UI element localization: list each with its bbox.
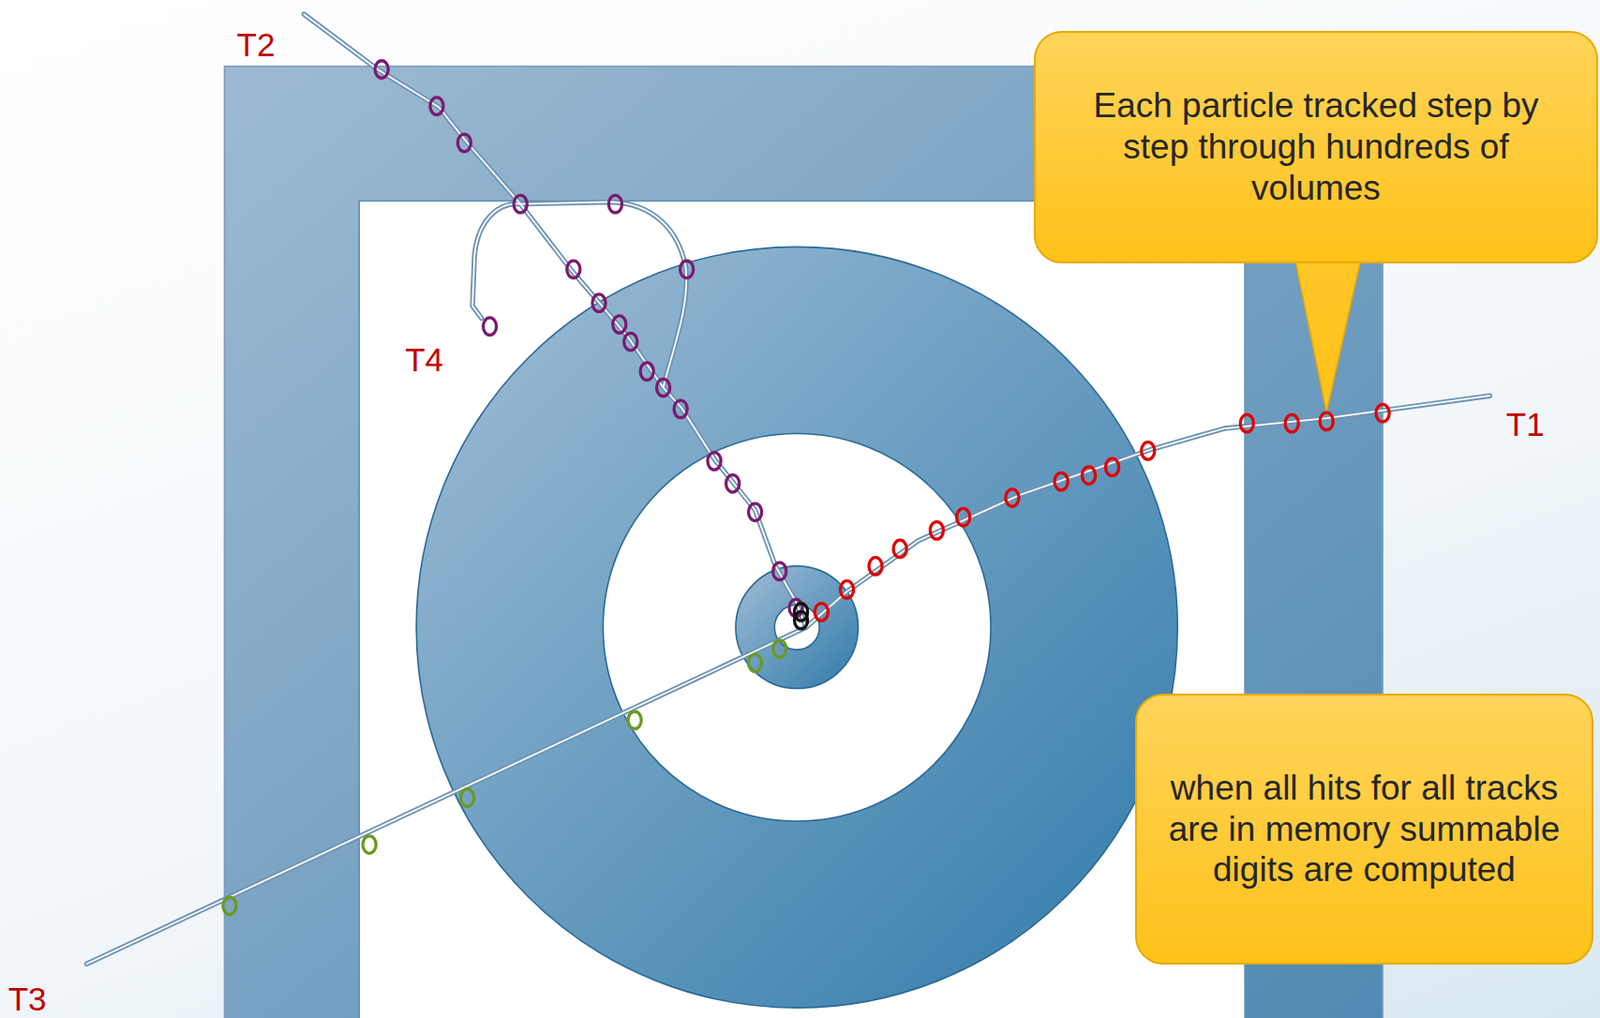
callout-tail: [1293, 253, 1362, 413]
hit-marker: [628, 711, 642, 729]
callout-box: when all hits for all tracks are in memo…: [1135, 693, 1595, 964]
hit-marker: [773, 562, 787, 580]
hit-marker: [680, 260, 694, 278]
track-t4: [472, 203, 521, 318]
hit-marker: [1106, 458, 1120, 476]
hit-marker: [482, 317, 496, 335]
hit-marker: [748, 654, 763, 672]
track-label: T2: [237, 28, 276, 61]
hit-marker: [893, 539, 907, 557]
hit-marker: [1005, 489, 1019, 507]
hit-marker: [1082, 466, 1096, 484]
hit-marker: [430, 97, 444, 115]
callout-box: Each particle tracked step by step throu…: [1033, 30, 1599, 264]
hit-marker: [592, 294, 606, 312]
hit-marker: [929, 522, 943, 539]
hit-marker: [657, 378, 671, 396]
hit-marker: [374, 60, 389, 78]
hit-marker: [773, 640, 787, 658]
track-t2: [303, 14, 807, 628]
hit-marker: [1319, 412, 1333, 430]
hit-marker: [567, 260, 581, 278]
hit-marker: [1285, 414, 1299, 432]
hit-marker: [840, 581, 854, 599]
hit-marker: [726, 475, 740, 493]
hit-marker: [461, 789, 475, 807]
track-t4-branch: [520, 201, 687, 388]
track-t1: [806, 395, 1490, 628]
hit-marker: [223, 897, 237, 914]
outer-ring: [416, 246, 1178, 1008]
hit-marker: [814, 603, 828, 621]
callout-text: Each particle tracked step by step throu…: [1063, 85, 1569, 209]
outer-ring-hole: [602, 433, 991, 822]
hit-marker: [640, 362, 654, 380]
inner-ring: [735, 566, 859, 689]
hit-marker: [673, 400, 688, 418]
track-label: T3: [8, 982, 47, 1016]
track-label: T1: [1506, 407, 1545, 441]
hit-marker: [513, 194, 527, 212]
hit-marker: [1375, 403, 1390, 421]
hit-marker: [868, 557, 883, 575]
hit-marker: [624, 332, 638, 350]
hit-marker: [1054, 472, 1068, 490]
callout-text: when all hits for all tracks are in memo…: [1165, 767, 1565, 891]
inner-frame-hole: [358, 200, 1245, 1018]
hit-marker: [794, 611, 808, 629]
hit-marker: [1240, 414, 1254, 432]
hit-marker: [1141, 442, 1155, 460]
hit-marker: [957, 508, 971, 525]
hit-marker: [608, 194, 622, 212]
track-label: T4: [404, 343, 444, 376]
hit-marker: [707, 452, 721, 470]
hit-marker: [613, 315, 627, 333]
hit-marker: [457, 134, 471, 151]
hit-marker: [362, 836, 376, 853]
inner-ring-hole: [774, 604, 820, 650]
hit-marker: [748, 503, 763, 521]
track-t3: [87, 627, 807, 964]
